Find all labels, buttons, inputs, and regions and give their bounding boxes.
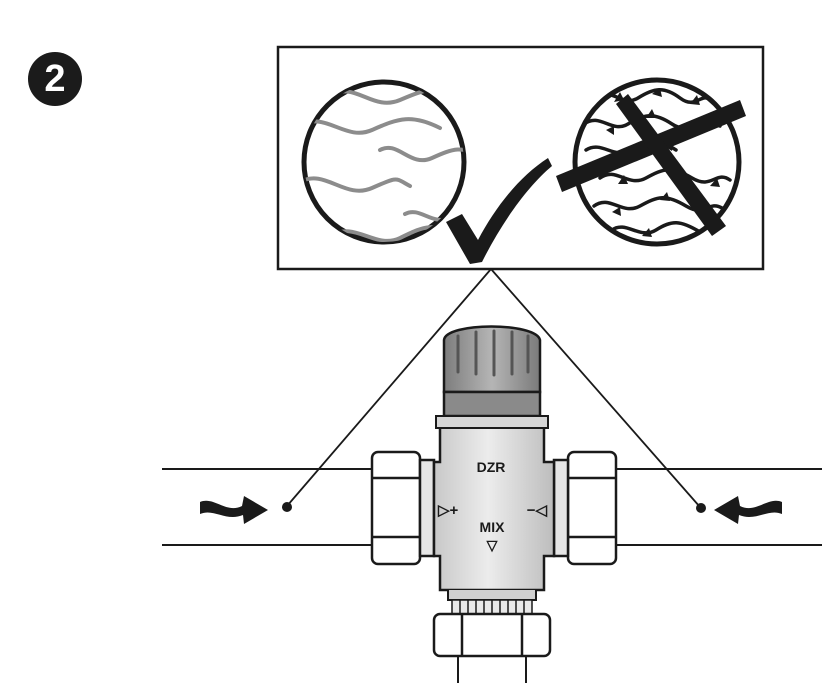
bottom-union-nut [432,612,552,658]
pipe-lines [162,468,822,546]
step-number-badge: 2 [28,52,82,106]
flow-arrow-right-icon [714,496,782,524]
valve-body [432,415,556,601]
check-mark-icon [446,158,552,264]
valve-top-label: DZR [477,459,506,475]
temperature-knob[interactable] [442,325,542,418]
cold-inlet-symbol: −◁ [527,502,548,519]
right-union-nut [552,450,618,566]
left-union-nut [370,450,436,566]
callout-point-inlet-left [282,502,292,512]
mix-outlet-symbol: ▽ [486,537,499,553]
hot-inlet-symbol: ▷+ [437,502,459,519]
clean-water-circle [301,79,467,245]
flow-arrow-left-icon [200,496,268,524]
outlet-pipe [457,656,527,683]
callout-lines [286,268,701,508]
callout-point-inlet-right [696,503,706,513]
debris-circle-crossed [556,77,746,247]
valve-bottom-label: MIX [480,519,506,535]
outlet-thread [451,599,533,615]
